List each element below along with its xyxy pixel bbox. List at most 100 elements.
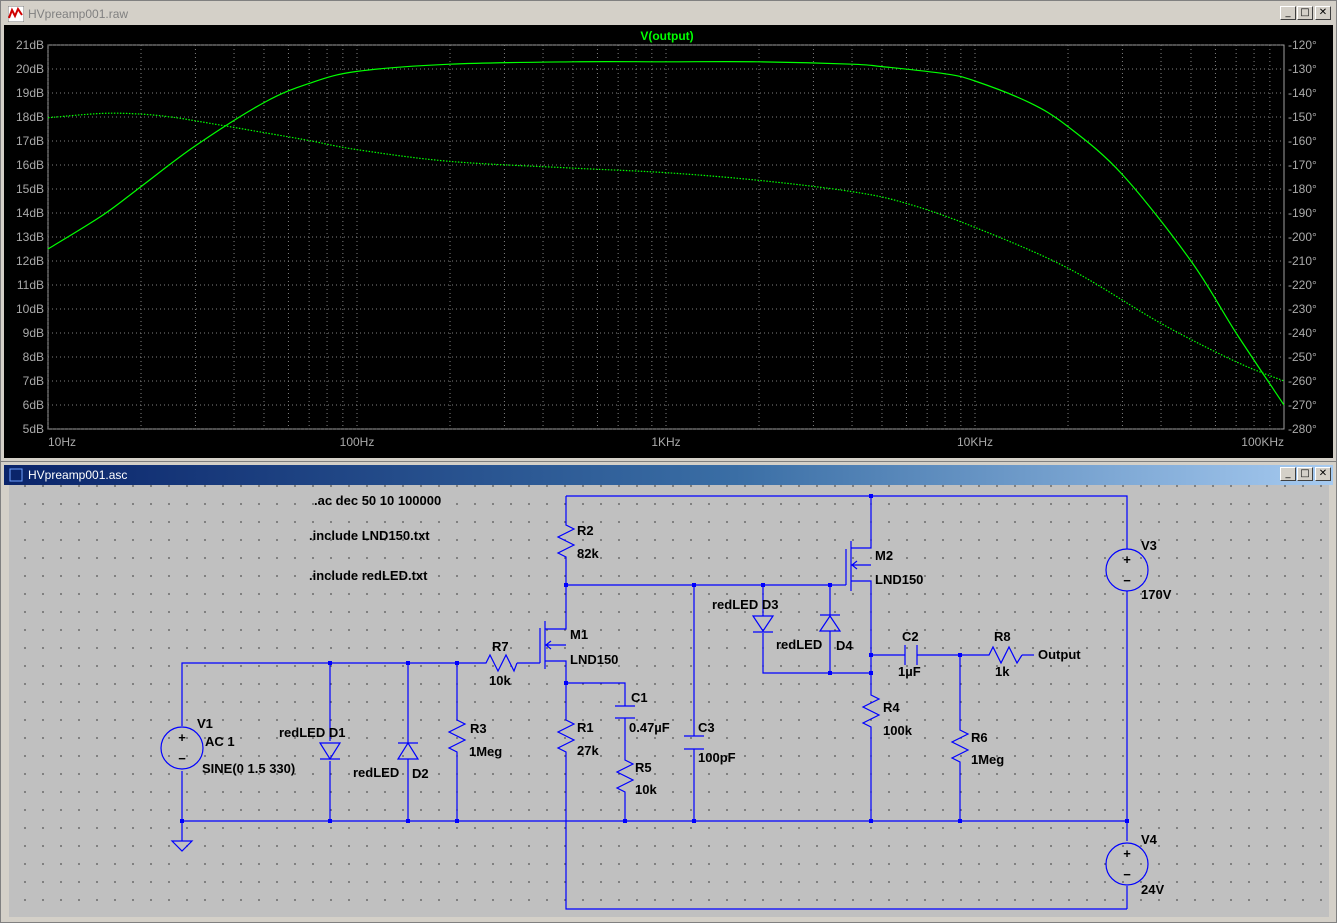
y-right-tick-label[interactable]: -230°	[1288, 302, 1317, 316]
d4-label[interactable]: D4	[836, 638, 853, 653]
y-right-tick-label[interactable]: -240°	[1288, 326, 1317, 340]
v4-value[interactable]: 24V	[1141, 882, 1164, 897]
y-right-tick-label[interactable]: -280°	[1288, 422, 1317, 436]
m2-mosfet	[830, 541, 872, 591]
y-right-tick-label[interactable]: -270°	[1288, 398, 1317, 412]
trace-label[interactable]: V(output)	[640, 29, 693, 43]
r2-label[interactable]: R2	[577, 523, 594, 538]
include-lnd150-directive[interactable]: .include LND150.txt	[309, 528, 430, 543]
y-right-tick-label[interactable]: -200°	[1288, 230, 1317, 244]
r2-value[interactable]: 82k	[577, 546, 599, 561]
r8-label[interactable]: R8	[994, 629, 1011, 644]
y-left-tick-label[interactable]: 10dB	[16, 302, 44, 316]
d2-model[interactable]: redLED	[353, 765, 399, 780]
r1-resistor	[556, 716, 576, 761]
y-right-tick-label[interactable]: -170°	[1288, 158, 1317, 172]
v4-label[interactable]: V4	[1141, 832, 1158, 847]
v3-label[interactable]: V3	[1141, 538, 1157, 553]
m1-value[interactable]: LND150	[570, 652, 618, 667]
magnitude-trace[interactable]	[47, 61, 1285, 406]
output-net-label[interactable]: Output	[1038, 647, 1081, 662]
v4-source	[1105, 842, 1149, 886]
r1-value[interactable]: 27k	[577, 743, 599, 758]
y-left-tick-label[interactable]: 13dB	[16, 230, 44, 244]
waveform-chart[interactable]: 21dB -120° 20dB -130° 19dB -140° 18dB -150° 17dB…	[4, 25, 1333, 458]
v1-ac-value[interactable]: AC 1	[205, 734, 235, 749]
y-left-tick-label[interactable]: 19dB	[16, 86, 44, 100]
r5-value[interactable]: 10k	[635, 782, 657, 797]
r4-label[interactable]: R4	[883, 700, 900, 715]
r4-value[interactable]: 100k	[883, 723, 913, 738]
m1-label[interactable]: M1	[570, 627, 588, 642]
v1-sine-value[interactable]: SINE(0 1.5 330)	[202, 761, 295, 776]
r8-value[interactable]: 1k	[995, 664, 1010, 679]
r6-value[interactable]: 1Meg	[971, 752, 1004, 767]
include-redled-directive[interactable]: .include redLED.txt	[309, 568, 428, 583]
c3-label[interactable]: C3	[698, 720, 715, 735]
r3-label[interactable]: R3	[470, 721, 487, 736]
y-left-tick-label[interactable]: 17dB	[16, 134, 44, 148]
d2-label[interactable]: D2	[412, 766, 429, 781]
r6-label[interactable]: R6	[971, 730, 988, 745]
plot-titlebar[interactable]: HVpreamp001.raw _ □ ✕	[4, 4, 1333, 24]
m2-label[interactable]: M2	[875, 548, 893, 563]
y-left-tick-label[interactable]: 8dB	[23, 350, 44, 364]
y-right-tick-label[interactable]: -180°	[1288, 182, 1317, 196]
maximize-button[interactable]: □	[1297, 6, 1313, 20]
y-right-tick-label[interactable]: -120°	[1288, 38, 1317, 52]
v1-label[interactable]: V1	[197, 716, 213, 731]
y-right-tick-label[interactable]: -250°	[1288, 350, 1317, 364]
c2-label[interactable]: C2	[902, 629, 919, 644]
y-right-tick-label[interactable]: -260°	[1288, 374, 1317, 388]
y-left-tick-label[interactable]: 11dB	[17, 278, 44, 292]
y-left-tick-label[interactable]: 12dB	[16, 254, 44, 268]
close-button[interactable]: ✕	[1315, 6, 1331, 20]
schematic-canvas[interactable]: +− +− +−	[9, 485, 1329, 917]
y-left-tick-label[interactable]: 6dB	[23, 398, 44, 412]
c1-label[interactable]: C1	[631, 690, 648, 705]
d4-model[interactable]: redLED	[776, 637, 822, 652]
c3-value[interactable]: 100pF	[698, 750, 736, 765]
x-tick-label[interactable]: 1KHz	[651, 435, 680, 449]
ac-directive[interactable]: .ac dec 50 10 100000	[314, 493, 441, 508]
y-right-tick-label[interactable]: -160°	[1288, 134, 1317, 148]
v3-value[interactable]: 170V	[1141, 587, 1172, 602]
y-left-tick-label[interactable]: 21dB	[16, 38, 44, 52]
y-left-tick-label[interactable]: 5dB	[23, 422, 44, 436]
y-left-tick-label[interactable]: 16dB	[16, 158, 44, 172]
m2-value[interactable]: LND150	[875, 572, 923, 587]
schematic-titlebar[interactable]: HVpreamp001.asc _ □ ✕	[4, 465, 1333, 485]
circuit-schematic[interactable]: +− +− +−	[9, 485, 1329, 917]
y-left-tick-label[interactable]: 9dB	[23, 326, 44, 340]
r1-label[interactable]: R1	[577, 720, 594, 735]
waveform-plot[interactable]: 21dB -120° 20dB -130° 19dB -140° 18dB -150° 17dB…	[4, 25, 1333, 458]
x-tick-label[interactable]: 10Hz	[48, 435, 76, 449]
minimize-button[interactable]: _	[1280, 6, 1296, 20]
phase-trace[interactable]	[47, 112, 1285, 382]
r3-value[interactable]: 1Meg	[469, 744, 502, 759]
maximize-button[interactable]: □	[1297, 467, 1313, 481]
d3-label[interactable]: redLED D3	[712, 597, 778, 612]
minimize-button[interactable]: _	[1280, 467, 1296, 481]
y-right-tick-label[interactable]: -190°	[1288, 206, 1317, 220]
y-right-tick-label[interactable]: -150°	[1288, 110, 1317, 124]
x-tick-label[interactable]: 100Hz	[340, 435, 375, 449]
c2-value[interactable]: 1µF	[898, 664, 921, 679]
y-right-tick-label[interactable]: -140°	[1288, 86, 1317, 100]
y-right-tick-label[interactable]: -130°	[1288, 62, 1317, 76]
y-left-tick-label[interactable]: 15dB	[16, 182, 44, 196]
r7-label[interactable]: R7	[492, 639, 509, 654]
y-right-tick-label[interactable]: -220°	[1288, 278, 1317, 292]
y-right-tick-label[interactable]: -210°	[1288, 254, 1317, 268]
y-left-tick-label[interactable]: 7dB	[23, 374, 44, 388]
y-left-tick-label[interactable]: 20dB	[16, 62, 44, 76]
c1-value[interactable]: 0.47µF	[629, 720, 670, 735]
r5-label[interactable]: R5	[635, 760, 652, 775]
x-tick-label[interactable]: 10KHz	[957, 435, 993, 449]
x-tick-label[interactable]: 100KHz	[1241, 435, 1284, 449]
d1-label[interactable]: redLED D1	[279, 725, 345, 740]
r7-value[interactable]: 10k	[489, 673, 511, 688]
y-left-tick-label[interactable]: 14dB	[16, 206, 44, 220]
y-left-tick-label[interactable]: 18dB	[16, 110, 44, 124]
close-button[interactable]: ✕	[1315, 467, 1331, 481]
